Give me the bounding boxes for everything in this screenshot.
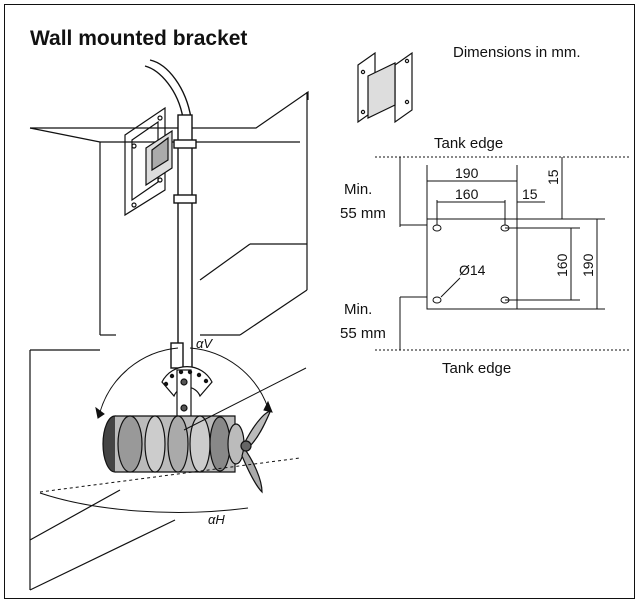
hole-diameter: Ø14 [459,262,486,278]
units-note: Dimensions in mm. [453,44,581,61]
dim-15-vertical: 15 [545,169,561,185]
dim-190-horizontal: 190 [455,165,479,181]
figure-title: Wall mounted bracket [30,27,247,50]
min-bottom-line2: 55 mm [340,325,386,342]
figure-frame [4,4,635,599]
plan-drawing [375,156,630,351]
angle-lines [39,347,307,513]
bracket-icon [357,51,413,124]
min-top-line1: Min. [344,181,372,198]
tank-edge-top: Tank edge [434,135,503,152]
min-top-line2: 55 mm [340,205,386,222]
dim-15-horizontal: 15 [522,186,538,202]
wall-bracket-drawing [124,106,173,217]
horizontal-angle-label: αH [208,512,225,527]
mixer-unit [102,411,271,494]
dim-190-vertical: 190 [580,253,596,277]
dim-160-horizontal: 160 [455,186,479,202]
pivot-bracket [161,366,213,419]
guide-pipe [144,59,197,376]
vertical-angle-label: αV [196,336,213,351]
dim-160-vertical: 160 [554,253,570,277]
tank-wall [29,90,309,591]
min-bottom-line1: Min. [344,301,372,318]
tank-edge-bottom: Tank edge [442,360,511,377]
